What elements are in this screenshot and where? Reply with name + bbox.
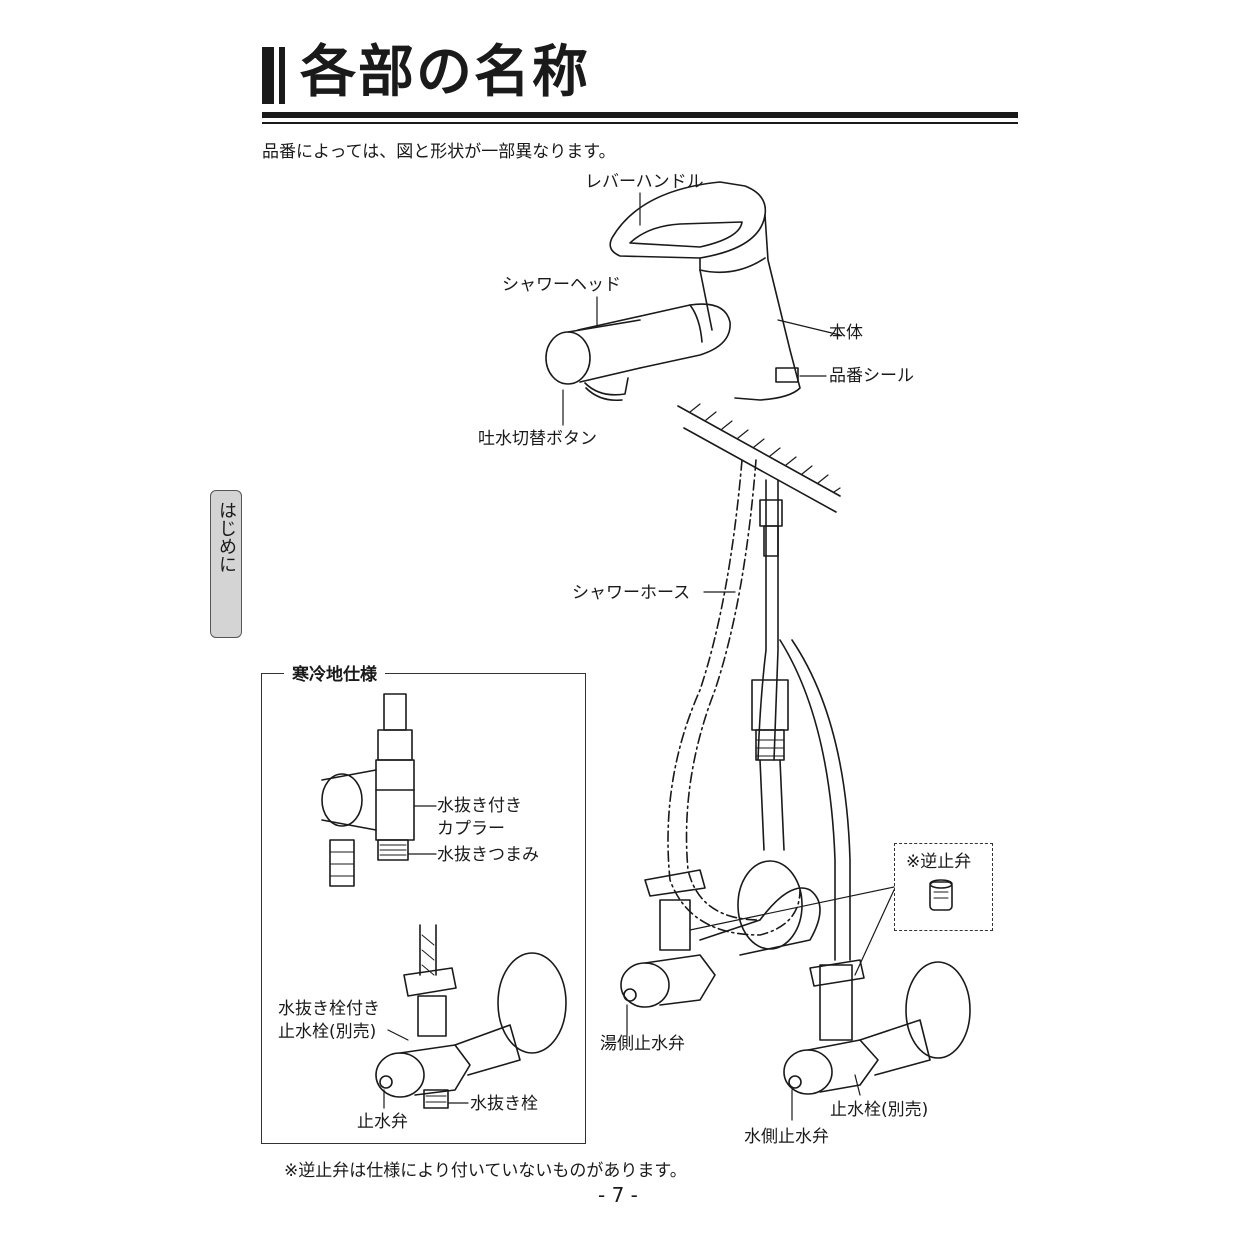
label-stop-cock: 止水栓(別売) <box>830 1100 929 1120</box>
page-title: 各部の名称 <box>300 40 590 105</box>
title-bar-thick <box>262 47 274 104</box>
page-number: - 7 - <box>598 1183 638 1207</box>
counter-section <box>677 403 841 513</box>
label-coupler-line2: カプラー <box>437 819 505 839</box>
label-body: 本体 <box>829 323 863 343</box>
title-rule-thick <box>262 112 1018 118</box>
label-shower-head: シャワーヘッド <box>502 275 621 295</box>
label-lever-handle: レバーハンドル <box>585 172 704 192</box>
cold-valve-drawing <box>783 959 971 1121</box>
label-check-valve: ※逆止弁 <box>906 852 972 872</box>
cold-region-box <box>261 673 586 1144</box>
label-drain-plug: 水抜き栓 <box>470 1094 538 1114</box>
title-bar-thin <box>279 47 285 104</box>
cold-stopcock-drawing <box>375 924 567 1109</box>
label-hot-stop-valve: 湯側止水弁 <box>600 1034 685 1054</box>
label-drain-cock-line2: 止水栓(別売) <box>278 1022 377 1042</box>
check-valve-drawing <box>689 879 953 976</box>
cold-region-title: 寒冷地仕様 <box>284 660 385 685</box>
label-switch-button: 吐水切替ボタン <box>478 429 597 449</box>
side-tab-label: はじめに <box>216 501 237 573</box>
footnote: ※逆止弁は仕様により付いていないものがあります。 <box>284 1161 687 1181</box>
label-drain-knob: 水抜きつまみ <box>437 845 539 865</box>
intro-note: 品番によっては、図と形状が一部異なります。 <box>262 142 616 162</box>
label-drain-cock-line1: 水抜き栓付き <box>278 999 380 1019</box>
title-rule-thin <box>262 122 1018 124</box>
faucet-body-drawing <box>545 181 841 426</box>
label-coupler-line1: 水抜き付き <box>437 796 522 816</box>
label-stop-valve: 止水弁 <box>357 1112 408 1132</box>
label-cold-stop-valve: 水側止水弁 <box>744 1127 829 1147</box>
hot-valve-drawing <box>620 860 821 1036</box>
hoses <box>667 459 851 961</box>
label-model-seal: 品番シール <box>829 366 914 386</box>
label-shower-hose: シャワーホース <box>572 583 691 603</box>
cold-coupler-drawing <box>321 693 437 887</box>
section-side-tab[interactable]: はじめに <box>210 490 242 638</box>
